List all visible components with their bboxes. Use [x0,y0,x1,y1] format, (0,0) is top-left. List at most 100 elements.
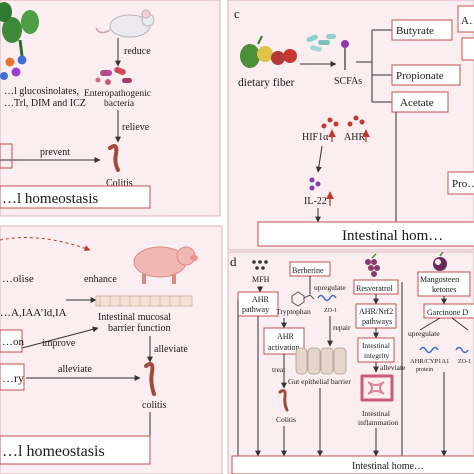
panel-d: d MFH AHR pathway Berberine upregulate T… [227,251,474,474]
gut-bacteria-icon [306,34,336,52]
panel-b-footer-box [0,435,151,465]
ahr-label: AHR [344,132,365,143]
ahr-cyp-label-2: protein [416,367,433,373]
ahr-nrf2-label-2: pathways [362,317,392,326]
alleviate-label-d: alleviate [380,363,406,372]
improve-label: improve [42,338,76,349]
panel-a: …l glucosinolates, …Trl, DIM and ICZ red… [0,0,221,217]
ahr-cyp-label-1: AHR/CYP1A1 [410,358,449,365]
ahr-cyp-protein-icon [419,346,439,354]
improve-arrow [21,326,99,349]
panel-c-cut-box-pro [447,171,474,195]
resveratrol-label: Resveratrol [356,284,394,293]
relieve-label: relieve [122,122,150,133]
intestine-icon [360,374,394,402]
pro-label: Pro… [452,178,474,190]
ahr-pathway-label-2: pathway [242,305,269,314]
metabolise-dashed-arrow [0,237,91,251]
hif-to-il22-arrow [315,145,323,173]
ahr-nrf2-label-1: AHR/Nrf2 [359,307,393,316]
colon-icon-b [144,362,156,396]
ahr-pathway-box [237,291,279,317]
inflammation-label-2: inflammation [358,418,399,427]
colitis-label: Colitis [106,178,133,189]
upregulate-label-2: upregulate [408,329,440,338]
panel-d-letter: d [230,254,237,269]
panel-a-footer: …l homeostasis [2,191,98,207]
metabolites-label: …A,IAA’ld,IA [0,307,67,319]
mouse-icon [95,9,155,38]
panel-d-footer-box [231,455,474,474]
enhance-label: enhance [84,274,117,285]
colitis-label-b: colitis [142,400,167,411]
mangosteen-box [417,271,471,297]
garcinone-box [423,303,474,319]
scfa-molecule-icon [341,40,349,48]
panel-c-footer-box [257,221,474,247]
barrier-label-1: Intestinal mucosal [98,312,171,323]
repair-label: repair [333,323,351,332]
panel-c-cut-box-top-label: A… [461,15,474,27]
alleviate-label-2: alleviate [58,364,92,375]
garcinone-branch-lines [419,317,469,331]
panel-c: c dietary fiber SCFAs Butyrate Propionat… [227,0,474,251]
mfh-label: MFH [252,275,270,284]
mucosal-barrier-icon [95,295,193,307]
panel-a-background [0,0,221,217]
colon-icon [108,144,120,172]
gut-barrier-label: Gut epithelial barrier [288,377,351,386]
butyrate-box [391,19,453,41]
scfas-label: SCFAs [334,76,362,87]
zo1-protein-icon [317,294,337,302]
tryptophan-molecule-icon [291,291,315,307]
zo1-b-protein-icon [455,346,469,354]
scfa-bracket [356,29,392,103]
panel-a-cut-box [0,143,13,169]
panel-c-letter: c [234,6,240,21]
alleviate-label-1: alleviate [154,344,188,355]
colon-icon-d [278,389,289,412]
panel-c-cut-box-mid [461,37,474,61]
metabolise-label: …olise [2,273,34,285]
hif-label: HIF1α [302,132,329,143]
vegetables-icon [240,35,297,68]
pig-icon [133,246,198,284]
upregulate-label-1: upregulate [314,283,346,292]
tryptophan-label: Tryptophan [276,307,311,316]
mfh-molecule-icon [252,260,268,270]
mangosteen-icon [433,251,447,271]
berberine-label: Berberine [292,266,324,275]
acetate-box [391,91,449,113]
colitis-label-d: Colitis [276,415,296,424]
dietary-fiber-label: dietary fiber [238,77,295,89]
grapes-icon [365,253,380,277]
metabolite-dots-icon [0,55,27,80]
il22-label: IL-22 [304,196,327,207]
ahr-pathway-label-1: AHR [252,295,270,304]
panel-b-cut-box-1 [0,329,23,353]
intestinal-integrity-box [357,337,395,363]
reduce-label: reduce [124,46,151,57]
barrier-label-2: barrier function [108,323,170,334]
inflammation-label-1: Intestinal [362,409,390,418]
panel-b-background [0,225,223,474]
panel-c-cut-box-top [457,5,474,33]
treat-label: treat [272,365,286,374]
butyrate-label: Butyrate [396,25,434,37]
zo1-b-label: ZO-1 [458,359,471,365]
propionate-box [391,64,461,86]
panel-b: …olise enhance …A,IAA’ld,IA Intestinal m… [0,225,223,474]
compound-label-1: …l glucosinolates, [4,86,79,97]
ahr-nrf2-box [355,303,397,329]
panel-b-cut-box-2-label: …ry [2,371,24,385]
epithelial-barrier-icon [295,347,347,375]
integrity-label-2: integrity [364,351,390,360]
panel-b-cut-box-2 [0,363,25,391]
zo1-label: ZO-1 [324,308,337,314]
panel-b-footer: …l homeostasis [2,443,105,460]
ahr-activation-label-1: AHR [277,332,295,341]
ahr-activation-label-2: activation [268,343,300,352]
garcinone-label: Garcinone D [427,308,468,317]
